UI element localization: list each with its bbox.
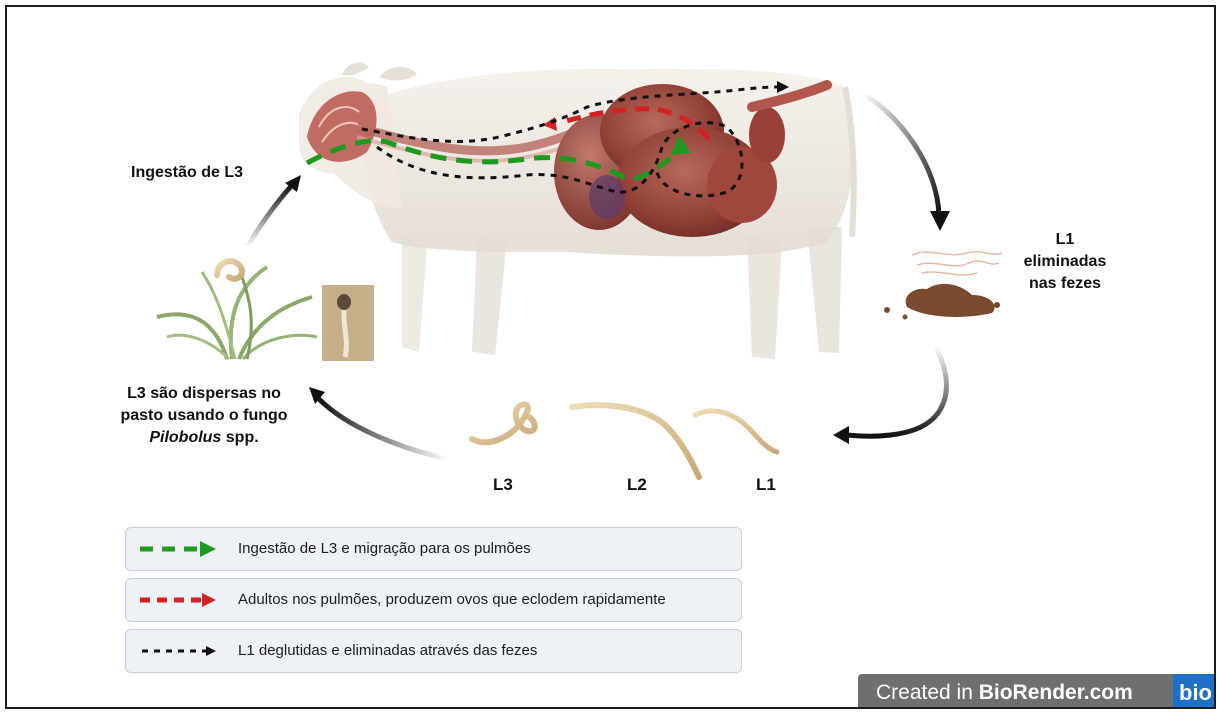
- legend-text-black: L1 deglutidas e eliminadas através das f…: [238, 630, 537, 672]
- legend-text-red: Adultos nos pulmões, produzem ovos que e…: [238, 579, 666, 621]
- biorender-badge[interactable]: Created in BioRender.com bio: [858, 674, 1216, 709]
- badge-brand: BioRender.com: [979, 681, 1133, 704]
- stage-label-l1: L1: [756, 475, 776, 495]
- larva-l2: [572, 405, 699, 477]
- red-dashed-arrow-icon: [138, 591, 218, 609]
- legend-item-red: Adultos nos pulmões, produzem ovos que e…: [125, 578, 742, 622]
- label-ingestion: Ingestão de L3: [131, 162, 243, 184]
- badge-text: Created in BioRender.com: [876, 674, 1133, 709]
- biorender-logo-icon: bio: [1173, 674, 1216, 709]
- black-dashed-arrow-icon: [138, 642, 218, 660]
- feces-with-l1: [884, 252, 1002, 320]
- larva-l1: [695, 411, 777, 452]
- label-spp: spp.: [221, 429, 258, 446]
- diagram-frame: Ingestão de L3 L1 eliminadas nas fezes L…: [5, 5, 1216, 709]
- label-dispersion: L3 são dispersas no pasto usando o fungo…: [109, 383, 299, 449]
- badge-prefix: Created in: [876, 681, 979, 704]
- label-dispersion-line2: pasto usando o fungo: [109, 405, 299, 427]
- pilobolus-photo: [322, 285, 374, 361]
- cycle-arrow-bottom-right: [833, 345, 946, 444]
- legend-text-green: Ingestão de L3 e migração para os pulmõe…: [238, 528, 531, 570]
- label-genus: Pilobolus: [149, 429, 221, 446]
- cycle-arrow-top-right: [862, 93, 950, 231]
- larva-l3: [472, 404, 535, 442]
- legend-item-green: Ingestão de L3 e migração para os pulmõe…: [125, 527, 742, 571]
- cycle-arrow-bottom-left: [309, 387, 447, 459]
- cow-illustration: [299, 63, 854, 359]
- green-dashed-arrow-icon: [138, 540, 218, 558]
- label-l1-title: L1: [1010, 229, 1120, 251]
- label-l1-line2: nas fezes: [1010, 273, 1120, 295]
- legend-item-black: L1 deglutidas e eliminadas através das f…: [125, 629, 742, 673]
- grass-with-l3: [157, 261, 317, 359]
- label-dispersion-line3: Pilobolus spp.: [109, 427, 299, 449]
- stage-label-l2: L2: [627, 475, 647, 495]
- label-l1-line1: eliminadas: [1010, 251, 1120, 273]
- label-l1-feces: L1 eliminadas nas fezes: [1010, 229, 1120, 295]
- stage-label-l3: L3: [493, 475, 513, 495]
- cycle-arrow-left: [247, 175, 301, 247]
- label-dispersion-line1: L3 são dispersas no: [109, 383, 299, 405]
